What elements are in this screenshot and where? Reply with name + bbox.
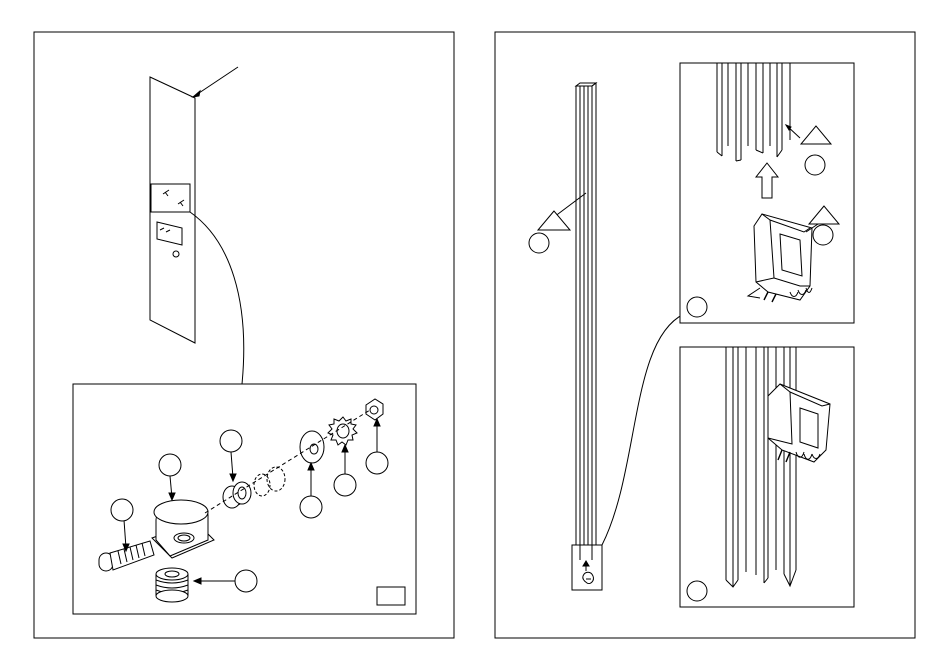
- left-page-frame: [34, 32, 454, 638]
- hardware-exploded-detail: [73, 384, 416, 614]
- left-page: [34, 32, 454, 638]
- vertical-rail: [529, 83, 684, 590]
- insert-detail-bottom: [680, 347, 854, 607]
- detail-connector-curve: [602, 314, 684, 545]
- callout-circle: [159, 454, 181, 476]
- callout-circle: [334, 474, 356, 496]
- page-label-box: [377, 587, 405, 605]
- lock-washer-part: [328, 417, 357, 445]
- threaded-insert-part: [156, 568, 188, 602]
- callout-leaders: [123, 419, 380, 584]
- bushing-part: [223, 482, 251, 508]
- callout-circle: [529, 233, 549, 253]
- callout-circle: [235, 570, 257, 592]
- insert-detail-top: [680, 63, 854, 323]
- callout-circle: [805, 155, 825, 175]
- support-block-part: [152, 500, 214, 558]
- callout-circle: [366, 452, 388, 474]
- warning-triangle: [538, 211, 570, 230]
- leader-arrowhead: [193, 91, 200, 97]
- callout-circle: [220, 430, 242, 452]
- pad-parts: [254, 467, 285, 496]
- washer-part: [300, 431, 324, 463]
- bottom-detail-frame: [680, 347, 854, 607]
- callout-circle: [111, 499, 133, 521]
- step-circle: [687, 297, 707, 317]
- callout-circle: [813, 225, 833, 245]
- right-page: [495, 32, 915, 638]
- callout-circle: [300, 496, 322, 518]
- step-circle: [687, 581, 707, 601]
- hex-nut-part: [366, 399, 383, 420]
- detail-connector-curve: [190, 212, 244, 384]
- tall-panel: [150, 67, 244, 384]
